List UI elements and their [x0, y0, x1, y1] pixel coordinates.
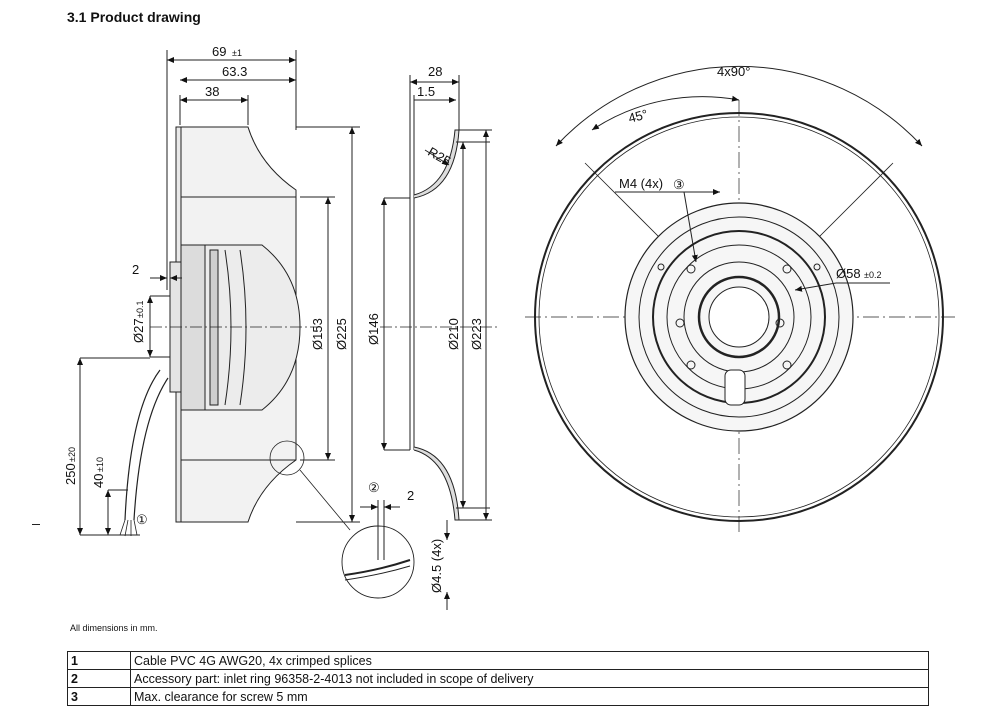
dim-210: Ø210: [446, 318, 461, 350]
section-view: [341, 75, 500, 610]
legend-text: Accessory part: inlet ring 96358-2-4013 …: [130, 669, 929, 688]
dim-27: Ø27: [131, 318, 146, 343]
dim-223: Ø223: [469, 318, 484, 350]
dim-2-left: 2: [132, 262, 139, 277]
dim-1-5: 1.5: [417, 84, 435, 99]
dim-58: Ø58: [836, 266, 861, 281]
legend-num: 3: [67, 687, 131, 706]
dim-2-detail: 2: [407, 488, 414, 503]
dim-146: Ø146: [366, 313, 381, 345]
dim-69-tol: ±1: [232, 48, 242, 58]
dim-4x90: 4x90°: [717, 64, 750, 79]
dim-38: 38: [205, 84, 219, 99]
table-row: 3 Max. clearance for screw 5 mm: [67, 687, 929, 706]
dim-63-3: 63.3: [222, 64, 247, 79]
legend-num: 1: [67, 651, 131, 670]
ref-2: ②: [368, 480, 380, 495]
ref-1: ①: [136, 512, 148, 527]
dim-153: Ø153: [310, 318, 325, 350]
dim-250-tol: ±20: [67, 447, 77, 462]
side-view: [77, 50, 360, 537]
dim-4-5: Ø4.5 (4x): [429, 539, 444, 593]
dim-250: 250: [63, 463, 78, 485]
dim-225: Ø225: [334, 318, 349, 350]
dim-69: 69: [212, 44, 226, 59]
dimension-labels: 69 ±1 63.3 38 28 1.5 4x90° 45° R25 M4 (4…: [63, 44, 881, 593]
dim-58-tol: ±0.2: [864, 270, 881, 280]
front-view: [525, 65, 955, 535]
dim-28: 28: [428, 64, 442, 79]
legend-text: Cable PVC 4G AWG20, 4x crimped splices: [130, 651, 929, 670]
section-title: 3.1 Product drawing: [67, 9, 201, 25]
dimensions-note: All dimensions in mm.: [70, 623, 158, 633]
dim-m4: M4 (4x): [619, 176, 663, 191]
legend-num: 2: [67, 669, 131, 688]
legend-table: 1 Cable PVC 4G AWG20, 4x crimped splices…: [67, 651, 929, 706]
dim-40-tol: ±10: [95, 457, 105, 472]
table-row: 1 Cable PVC 4G AWG20, 4x crimped splices: [67, 651, 929, 670]
table-row: 2 Accessory part: inlet ring 96358-2-401…: [67, 669, 929, 688]
ref-3: ③: [673, 177, 685, 192]
margin-tick: [32, 524, 40, 525]
dim-40: 40: [91, 474, 106, 488]
dim-27-tol: ±0.1: [135, 301, 145, 318]
legend-text: Max. clearance for screw 5 mm: [130, 687, 929, 706]
dim-45: 45°: [627, 106, 650, 126]
product-drawing: 69 ±1 63.3 38 28 1.5 4x90° 45° R25 M4 (4…: [63, 44, 955, 610]
